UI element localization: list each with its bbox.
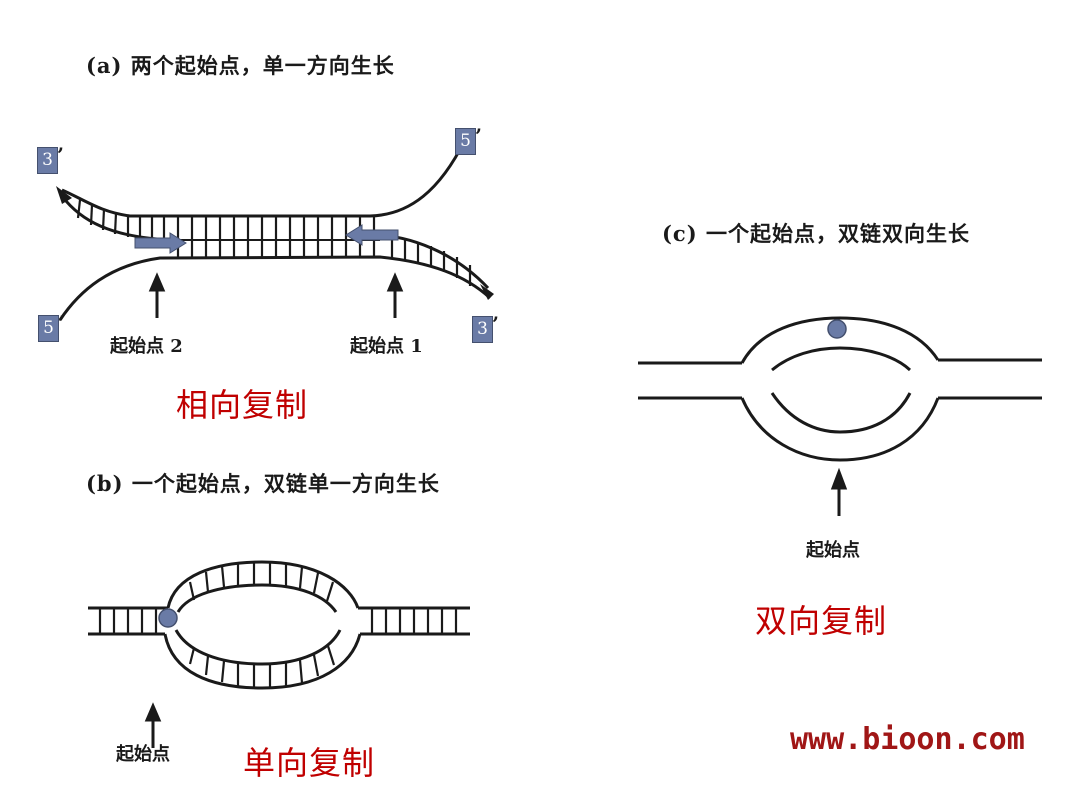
panel-c-inner-bubble <box>771 346 912 372</box>
panel-a-arrow-left <box>345 224 399 246</box>
panel-c-drawing <box>638 316 1042 462</box>
panel-b-outer-bubble <box>166 560 360 609</box>
end-label-top-left: 3 <box>37 147 58 174</box>
panel-c-title: 双向复制 <box>755 602 888 640</box>
panel-a-origin-2-label: 起始点 2 <box>110 336 183 357</box>
panel-b-inner-bubble <box>176 583 338 613</box>
prime-mark-top-left: ’ <box>57 143 64 167</box>
panel-c-caption: (c) 一个起始点，双链双向生长 <box>662 221 970 246</box>
panel-c-origin-dot <box>827 319 847 339</box>
end-label-bottom-left: 5 <box>38 315 59 342</box>
end-label-bottom-right: 3 <box>472 316 493 343</box>
panel-a-origin-1-label: 起始点 1 <box>350 336 423 357</box>
panel-a-caption: (a) 两个起始点，单一方向生长 <box>86 53 395 78</box>
panel-b-origin-arrow <box>144 702 162 748</box>
panel-a-origin-arrows <box>148 272 404 318</box>
panel-b-rungs <box>98 562 458 688</box>
panel-a-top-strand <box>61 139 467 218</box>
panel-c-origin-arrow <box>830 467 848 516</box>
panel-b-origin-dot <box>158 608 178 628</box>
panel-a-rungs <box>76 199 472 286</box>
panel-a-arrow-right <box>134 232 187 254</box>
panel-c-outer-bubble <box>740 316 940 364</box>
panel-c-origin-label: 起始点 <box>806 540 860 561</box>
watermark: www.bioon.com <box>790 722 1025 757</box>
end-label-top-right: 5 <box>455 128 476 155</box>
panel-a-direction-arrows <box>134 224 399 254</box>
prime-mark-bottom-right: ’ <box>492 312 499 336</box>
prime-mark-bottom-left: ’ <box>58 311 65 335</box>
panel-a-bottom-strand <box>58 255 492 321</box>
panel-b-drawing <box>88 560 470 690</box>
panel-a-arrowhead-left <box>56 186 72 204</box>
panel-b-title: 单向复制 <box>243 744 376 782</box>
panel-a-arrowhead-right <box>480 284 494 300</box>
panel-b-origin-label: 起始点 <box>116 744 170 765</box>
panel-b-caption: (b) 一个起始点，双链单一方向生长 <box>86 471 440 496</box>
panel-a-title: 相向复制 <box>176 386 309 424</box>
prime-mark-top-right: ’ <box>475 124 482 148</box>
